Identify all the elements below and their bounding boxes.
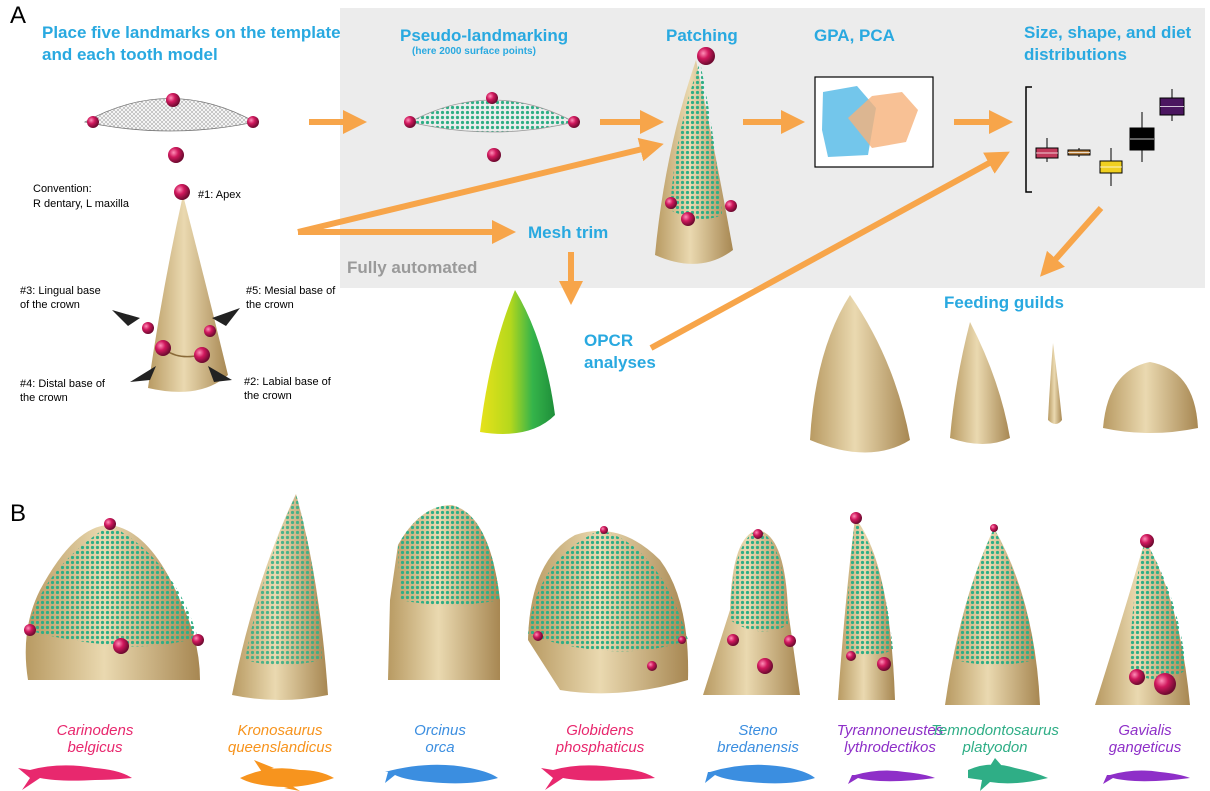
mosasaur-icon <box>541 765 655 790</box>
opcr-label: OPCR analyses <box>584 330 664 374</box>
feeding-guild-teeth <box>810 295 1198 453</box>
step5-title: Size, shape, and diet distributions <box>1024 22 1204 66</box>
landmark-tooth <box>112 184 240 392</box>
species-epithet: bredanensis <box>683 739 833 756</box>
species-genus: Steno <box>683 722 833 739</box>
panel-b-letter: B <box>10 500 26 528</box>
convention-detail: R dentary, L maxilla <box>33 197 129 211</box>
convention-label: Convention: <box>33 182 92 196</box>
ichthyosaur-icon <box>968 758 1048 791</box>
step3-title: Patching <box>666 25 738 47</box>
landmark-lingual-label: #3: Lingual base of the crown <box>20 284 110 312</box>
species-epithet: orca <box>365 739 515 756</box>
pliosaur-icon <box>240 760 334 791</box>
gharial-icon <box>1103 771 1190 784</box>
species-epithet: belgicus <box>20 739 170 756</box>
dolphin-icon <box>705 765 815 784</box>
panel-b-teeth <box>24 494 1190 705</box>
opcr-tooth <box>480 290 555 434</box>
species-epithet: queenslandicus <box>205 739 355 756</box>
species-epithet: gangeticus <box>1070 739 1210 756</box>
species-genus: Kronosaurus <box>205 722 355 739</box>
species-epithet: platyodon <box>920 739 1070 756</box>
mesh-trim-label: Mesh trim <box>528 222 608 244</box>
mosasaur-icon <box>18 765 132 790</box>
feeding-guilds-label: Feeding guilds <box>944 292 1064 314</box>
species-epithet: phosphaticus <box>525 739 675 756</box>
whale-icon <box>385 765 498 784</box>
step4-title: GPA, PCA <box>814 25 895 47</box>
species-genus: Carinodens <box>20 722 170 739</box>
step2-subtitle: (here 2000 surface points) <box>412 46 536 57</box>
species-genus: Temnodontosaurus <box>920 722 1070 739</box>
fully-automated-label: Fully automated <box>347 258 477 278</box>
landmark-distal-label: #4: Distal base of the crown <box>20 377 110 405</box>
landmark-labial-label: #2: Labial base of the crown <box>244 375 334 403</box>
step2-title: Pseudo-landmarking <box>400 25 568 47</box>
template-mesh <box>85 93 259 163</box>
step1-title: Place five landmarks on the template and… <box>42 22 342 66</box>
panel-a-letter: A <box>10 2 26 30</box>
species-genus: Orcinus <box>365 722 515 739</box>
species-genus: Gavialis <box>1070 722 1210 739</box>
landmark-apex-label: #1: Apex <box>198 188 241 202</box>
crocodylomorph-icon <box>848 771 935 784</box>
silhouettes <box>18 758 1190 791</box>
landmark-mesial-label: #5: Mesial base of the crown <box>246 284 336 312</box>
pca-plot <box>815 77 933 167</box>
species-genus: Globidens <box>525 722 675 739</box>
